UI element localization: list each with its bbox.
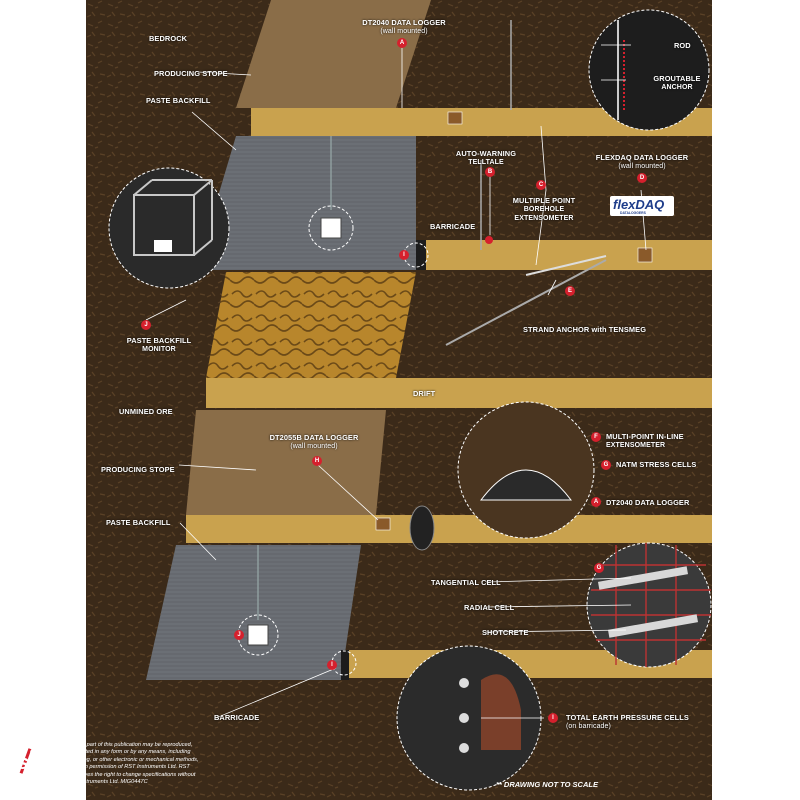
- badge-a-top: A: [397, 38, 407, 48]
- mpbx-1: MULTIPLE POINT: [512, 196, 576, 205]
- label-natm: NATM STRESS CELLS: [616, 460, 697, 469]
- label-paste-backfill-top: PASTE BACKFILL: [146, 96, 211, 105]
- label-flexdaq: FLEXDAQ DATA LOGGER (wall mounted): [592, 153, 692, 171]
- flexdaq-sub: (wall mounted): [618, 163, 666, 170]
- label-barricade-bottom: BARRICADE: [214, 713, 260, 722]
- badge-j-top: J: [141, 320, 151, 330]
- badge-i-right: I: [548, 713, 558, 723]
- label-producing-stope-top: PRODUCING STOPE: [154, 69, 228, 78]
- badge-c: C: [536, 180, 546, 190]
- paste-monitor-1: PASTE BACKFILL: [126, 336, 192, 345]
- flexdaq-logo: flexDAQ DATALOGGERS: [610, 196, 674, 216]
- label-dt2040-top: DT2040 DATA LOGGER (wall mounted): [354, 18, 454, 36]
- diagram-frame: BEDROCK PRODUCING STOPE PASTE BACKFILL D…: [86, 0, 712, 800]
- label-rod: ROD: [674, 41, 691, 50]
- dt2055b-title: DT2055B DATA LOGGER: [269, 433, 359, 442]
- label-shotcrete: SHOTCRETE: [482, 628, 529, 637]
- label-dt2055b: DT2055B DATA LOGGER (wall mounted): [264, 433, 364, 451]
- mpbx-2: BOREHOLE: [523, 206, 565, 213]
- label-tepc: TOTAL EARTH PRESSURE CELLS (on barricade…: [566, 713, 689, 731]
- detail-circle-backfill-monitor: [108, 167, 230, 289]
- flexdaq-logo-text: flexDAQ: [613, 197, 665, 212]
- producing-stope-bottom: [186, 410, 386, 515]
- badge-g-bottom: G: [594, 563, 604, 573]
- label-auto-warning: AUTO-WARNING TELLTALE: [451, 149, 521, 167]
- flexdaq-title: FLEXDAQ DATA LOGGER: [595, 153, 689, 162]
- main-drift: [206, 378, 712, 408]
- badge-i-top: I: [399, 250, 409, 260]
- label-tangential-cell: TANGENTIAL CELL: [431, 578, 501, 587]
- paste-backfill-bottom: [146, 545, 361, 680]
- rst-logo: rst: [10, 752, 36, 774]
- groutable-anchor-1: GROUTABLE: [653, 74, 701, 83]
- badge-d: D: [637, 173, 647, 183]
- producing-stope-top: [236, 0, 431, 108]
- multipoint-inline-1: MULTI-POINT IN-LINE: [606, 432, 684, 441]
- flexdaq-logo-sub: DATALOGGERS: [620, 211, 646, 215]
- label-barricade-top: BARRICADE: [430, 222, 476, 231]
- label-groutable-anchor: GROUTABLE ANCHOR: [652, 74, 702, 92]
- label-strand-anchor: STRAND ANCHOR with TENSMEG: [523, 325, 647, 334]
- tepc-1: TOTAL EARTH PRESSURE CELLS: [566, 713, 689, 722]
- unmined-ore: [206, 272, 416, 378]
- dt2040-sub: (wall mounted): [380, 28, 428, 35]
- groutable-anchor-2: ANCHOR: [661, 84, 693, 91]
- badge-f: F: [591, 432, 601, 442]
- badge-g-top: G: [601, 460, 611, 470]
- label-multipoint-inline: MULTI-POINT IN-LINE EXTENSOMETER: [606, 432, 684, 450]
- label-radial-cell: RADIAL CELL: [464, 603, 515, 612]
- label-unmined-ore: UNMINED ORE: [119, 407, 173, 416]
- multipoint-inline-2: EXTENSOMETER: [606, 442, 666, 449]
- badge-h: H: [312, 456, 322, 466]
- badge-b: B: [485, 167, 495, 177]
- paste-backfill-top: [196, 136, 416, 270]
- lower-drift: [186, 515, 712, 543]
- label-dt2040-bottom: DT2040 DATA LOGGER: [606, 498, 690, 507]
- mpbx-3: EXTENSOMETER: [514, 215, 574, 222]
- label-mpbx: MULTIPLE POINT BOREHOLE EXTENSOMETER: [504, 196, 584, 223]
- label-paste-monitor: PASTE BACKFILL MONITOR: [114, 336, 204, 354]
- label-paste-backfill-bottom: PASTE BACKFILL: [106, 518, 171, 527]
- scale-note: ** DRAWING NOT TO SCALE: [496, 780, 598, 789]
- dt2040-title: DT2040 DATA LOGGER: [362, 18, 446, 27]
- copyright-text: All rights reserved. No part of this pub…: [30, 742, 199, 786]
- mine-cross-section: [86, 0, 712, 800]
- label-bedrock: BEDROCK: [149, 34, 188, 43]
- paste-monitor-2: MONITOR: [142, 346, 176, 353]
- label-drift: DRIFT: [413, 389, 436, 398]
- label-producing-stope-bottom: PRODUCING STOPE: [101, 465, 175, 474]
- tepc-2: (on barricade): [566, 723, 611, 730]
- badge-a-bottom: A: [591, 497, 601, 507]
- badge-i-bottom: I: [327, 660, 337, 670]
- auto-warning-2: TELLTALE: [468, 159, 504, 166]
- badge-j-bottom: J: [234, 630, 244, 640]
- auto-warning-1: AUTO-WARNING: [455, 149, 517, 158]
- detail-circle-anchor: [588, 9, 710, 131]
- dt2055b-sub: (wall mounted): [290, 443, 338, 450]
- badge-e: E: [565, 286, 575, 296]
